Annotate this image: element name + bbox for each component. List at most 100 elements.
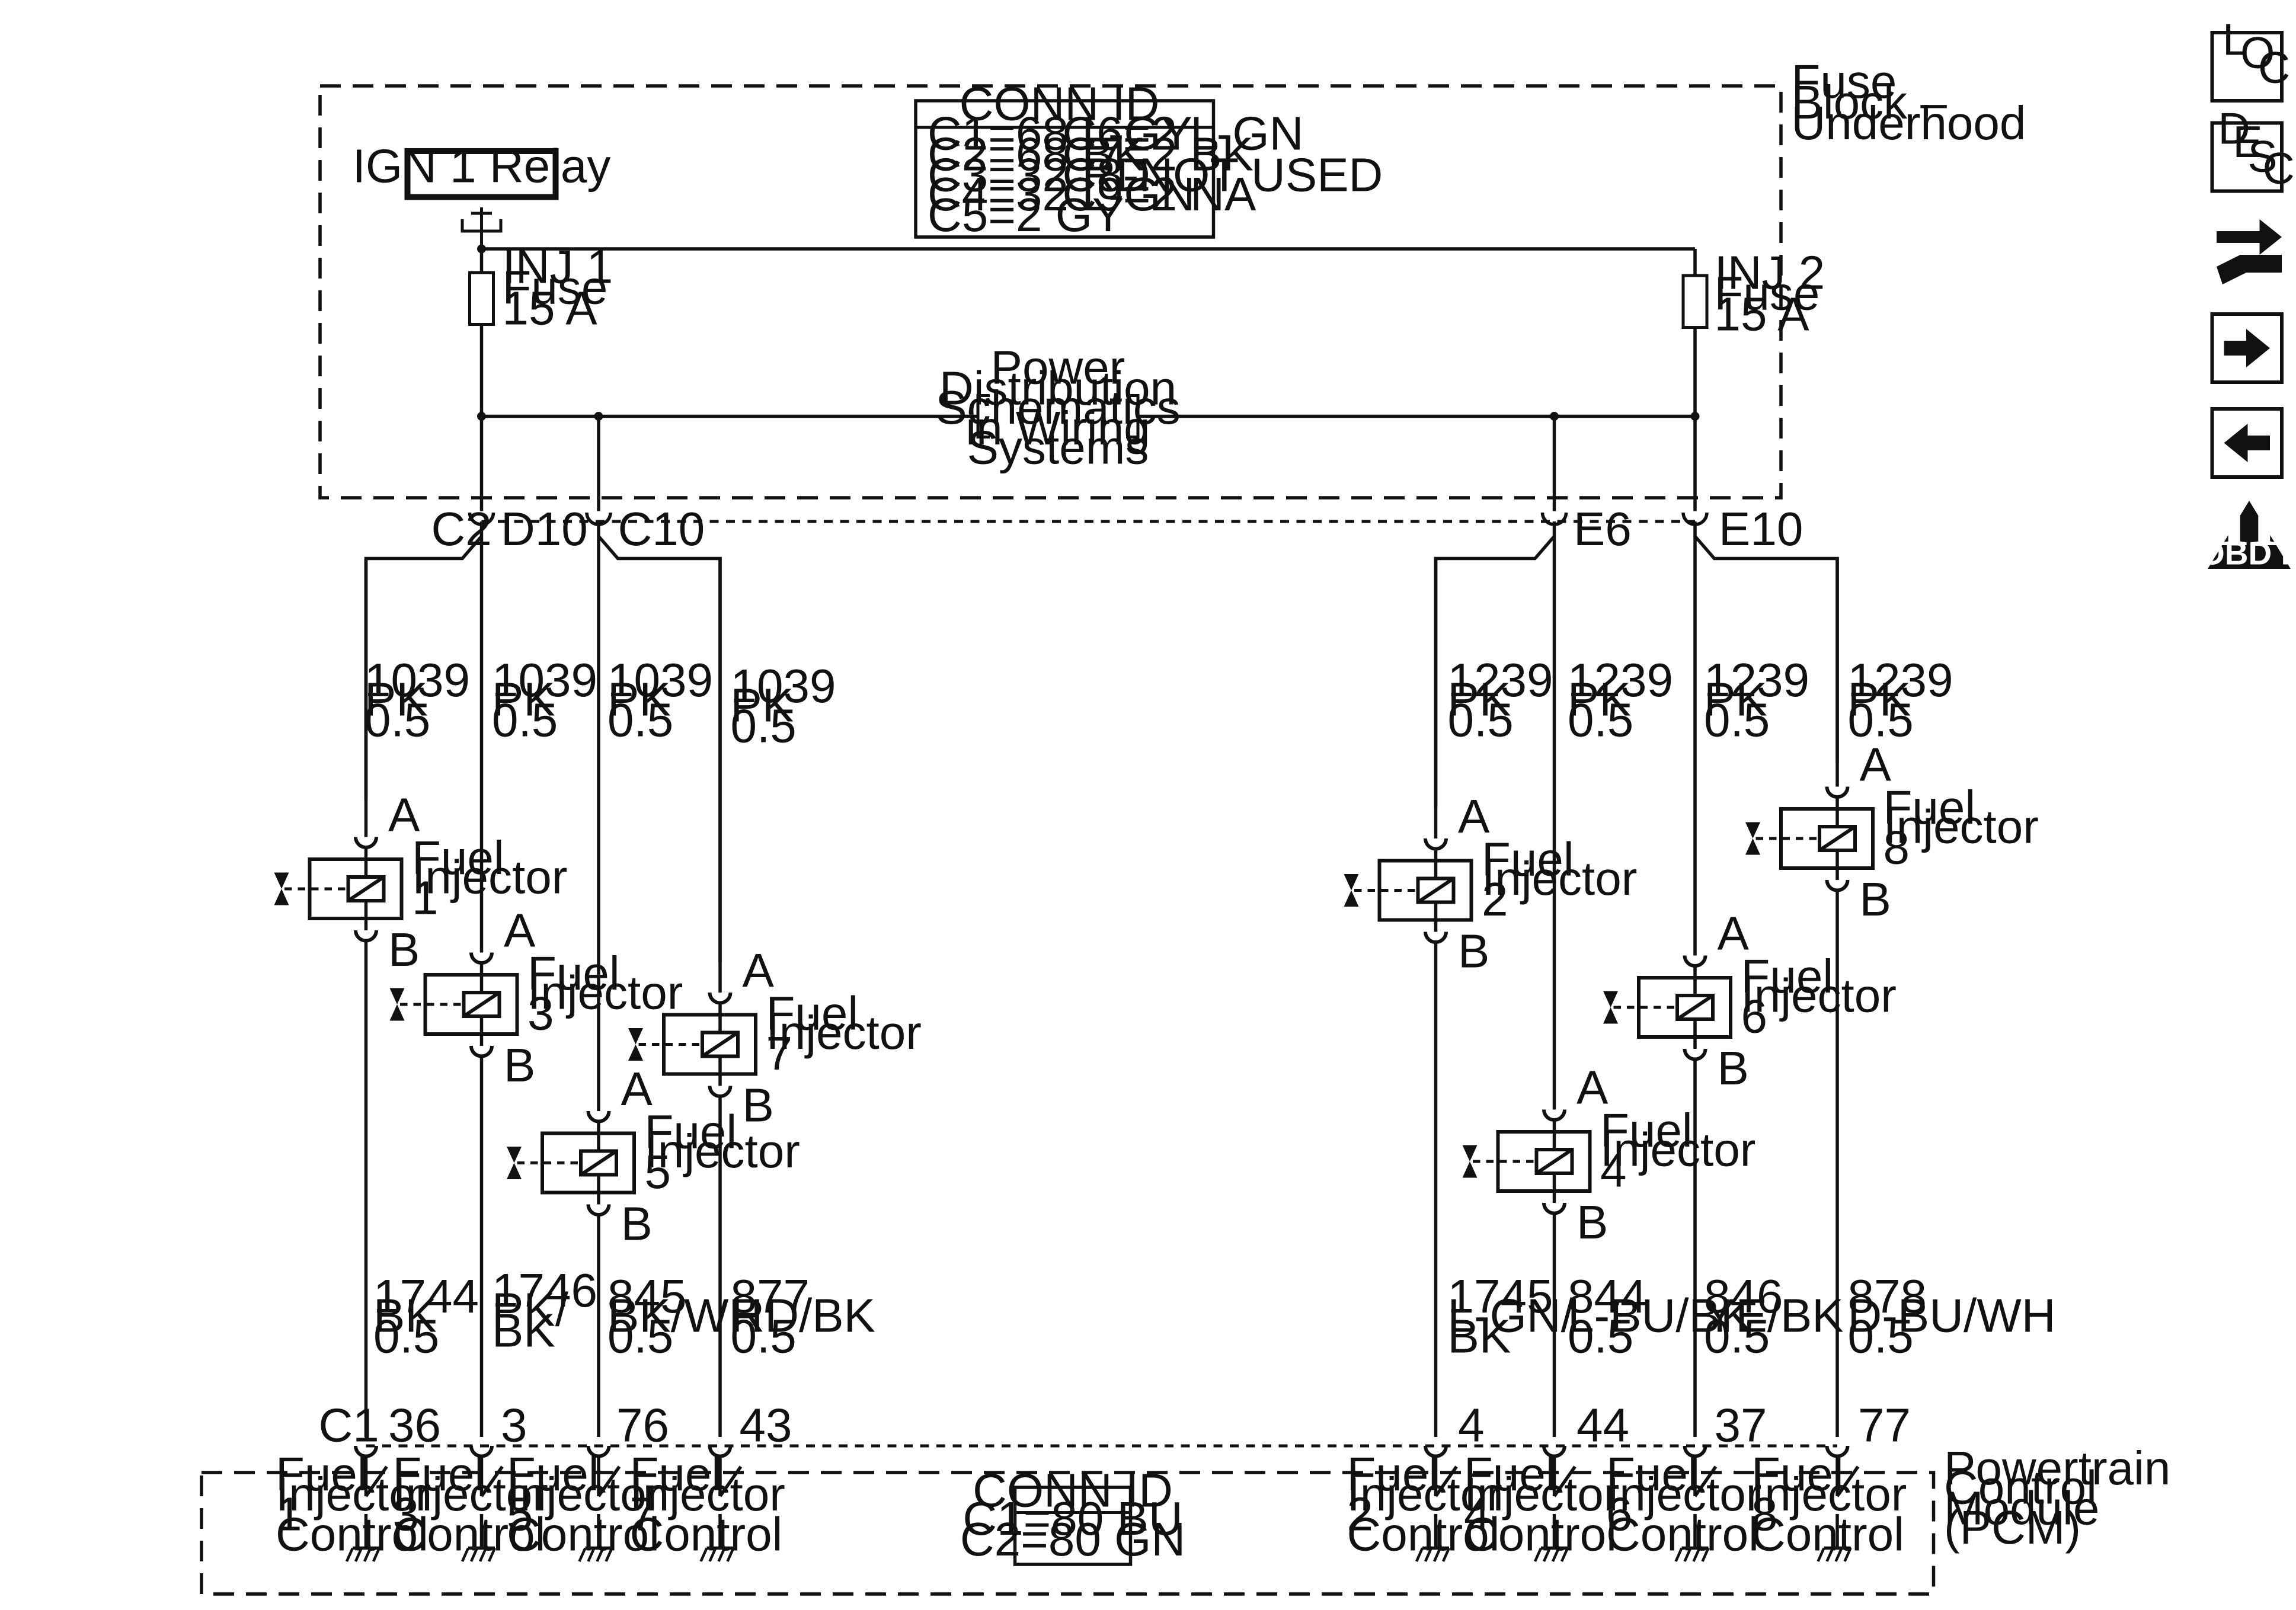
svg-text:in Wiring: in Wiring (965, 402, 1150, 454)
pin-a-terminal (1424, 838, 1448, 851)
wire-circuit-number: 1039 (364, 654, 470, 706)
wire-circuit-number: 877 (731, 1270, 810, 1323)
conn-id-entry: C4=32 L-GN (928, 168, 1195, 220)
conn-id-header: CONN ID (960, 78, 1160, 130)
desc-icon: D E S C (2218, 104, 2295, 194)
pcm-control-label: 7 (630, 1488, 657, 1541)
svg-text:E: E (2233, 117, 2263, 167)
fuse-block-outline (318, 84, 1783, 500)
desc-button[interactable]: D E S C (2210, 104, 2295, 194)
injector-label: Fuel (1884, 781, 1976, 834)
pcm-control-label: 1 (276, 1488, 302, 1541)
injector-label: 1 (412, 872, 439, 924)
svg-text:Fuse: Fuse (503, 261, 608, 314)
connector-label-e10: E10 (1719, 502, 1803, 555)
pcm-control-label: 3 (393, 1488, 420, 1541)
pcm-control-label: Injector (393, 1468, 548, 1521)
wire-circuit-number: 878 (1848, 1270, 1927, 1323)
wire-circuit-number: 846 (1704, 1270, 1783, 1323)
fuel-injector (274, 857, 404, 920)
inj-1-fuse-label: INJ 1 Fuse 15 A (503, 241, 613, 335)
injector-label: 7 (766, 1027, 793, 1080)
svg-text:C2=80 GN: C2=80 GN (960, 1513, 1185, 1566)
fuse-block-title: Fuse Block – Underhood (1792, 55, 2026, 149)
wire-color: L-BU/BK (1568, 1289, 1752, 1342)
wire-color: RD/BK (731, 1289, 876, 1342)
pin-b-label: B (743, 1079, 774, 1132)
pin-b-label: B (1860, 873, 1891, 926)
fuel-injector (1603, 976, 1732, 1039)
svg-text:Control: Control (1944, 1461, 2097, 1514)
pin-a-label: A (504, 904, 536, 957)
wire-gauge: 0.5 (1704, 1310, 1770, 1363)
pcm-control-label: 8 (1751, 1488, 1778, 1541)
conn-id-entry: C9=2 NA (1063, 168, 1256, 220)
injector-label: Fuel (1741, 950, 1834, 1003)
relay-label: IGN 1 Relay (353, 140, 611, 193)
injector-circuit: FuelInjector8AB1239PK0.5878D-BU/WH0.577F… (1745, 558, 2056, 1562)
svg-text:Power: Power (991, 341, 1125, 394)
wire-circuit-number: 1039 (607, 654, 713, 706)
back-button[interactable] (2210, 407, 2284, 479)
next-button[interactable] (2210, 312, 2284, 384)
conn-id-entry: C3=32 RD (928, 149, 1150, 201)
pin-b-label: B (504, 1039, 535, 1092)
svg-text:15 A: 15 A (503, 282, 598, 335)
svg-text:II: II (2219, 477, 2279, 562)
obd-ii-icon: II OBD II (2199, 477, 2296, 572)
pcm-title: Powertrain Control Module (PCM) (1944, 1442, 2170, 1554)
injector-label: Fuel (412, 831, 504, 884)
injector-label: Fuel (766, 987, 859, 1040)
power-distribution-reference: Power Distribution Schematics in Wiring … (935, 341, 1180, 474)
pcm-control-label: 4 (1464, 1488, 1491, 1541)
loc-button[interactable]: L O C (2210, 15, 2291, 103)
injector-circuit: FuelInjector5AB1039PK0.5845BK/WH0.576Fue… (507, 536, 800, 1562)
svg-text:Schematics: Schematics (935, 381, 1180, 434)
svg-text:Module: Module (1944, 1482, 2099, 1535)
pin-b-terminal (1825, 879, 1850, 892)
valve-icon (1745, 822, 1760, 838)
pcm-control-label: Control (507, 1507, 660, 1560)
pcm-control-label: Control (1606, 1507, 1759, 1560)
wire-color: PK (731, 679, 794, 732)
pin-a-label: A (1718, 907, 1750, 960)
injector-circuit: FuelInjector6AB1239PK0.5846YE/BK0.537Fue… (1603, 536, 1897, 1562)
side-nav: L O C D E S C (2199, 15, 2296, 572)
wire-circuit-number: 1746 (492, 1264, 597, 1317)
connector-label-d10: D10 (501, 502, 588, 555)
pcm-control-label: Control (1347, 1507, 1500, 1560)
pin-a-label: A (388, 789, 420, 841)
pcm-control-label: Injector (276, 1468, 431, 1521)
pcm-pin-number: 4 (1458, 1399, 1485, 1452)
fuel-injector (1344, 859, 1473, 922)
wire-color: PK/ (492, 1283, 569, 1336)
pin-b-label: B (621, 1198, 653, 1250)
injector-label: Injector (1741, 969, 1897, 1022)
wire-color: PK (492, 673, 555, 726)
injector-label: 5 (645, 1145, 671, 1198)
injector-label: Injector (412, 851, 567, 904)
wire-color: PK (1448, 673, 1511, 726)
wire-circuit-number: 1744 (373, 1270, 479, 1323)
pcm-connector-label-c1: C1 (319, 1399, 379, 1452)
pcm-conn-id-table: CONN ID C1=80 BU C2=80 GN (960, 1464, 1185, 1566)
injector-label: Injector (1884, 801, 2039, 853)
wire-gauge: 0.5 (373, 1310, 439, 1363)
wire-color: BK/WH (607, 1289, 763, 1342)
wire-circuit-number: 1745 (1448, 1270, 1553, 1323)
connector-view-button[interactable] (2217, 219, 2282, 284)
svg-text:Powertrain: Powertrain (1944, 1442, 2170, 1494)
pcm-control-label: Injector (507, 1468, 662, 1521)
pcm-control-label: Injector (1464, 1468, 1619, 1521)
wire-gauge: 0.5 (492, 694, 558, 747)
pcm-control-label: Injector (630, 1468, 785, 1521)
wire-gauge: 0.5 (607, 1310, 673, 1363)
pin-b-label: B (1576, 1196, 1608, 1249)
svg-text:D: D (2218, 104, 2250, 153)
obd-ii-button[interactable]: II OBD II (2199, 477, 2296, 572)
pcm-terminal (699, 1445, 743, 1562)
pin-a-label: A (621, 1062, 653, 1115)
svg-text:CONN ID: CONN ID (973, 1464, 1173, 1517)
upper-connector-terminal (585, 512, 612, 536)
fuse-block-title-line: Block – (1792, 76, 1948, 129)
